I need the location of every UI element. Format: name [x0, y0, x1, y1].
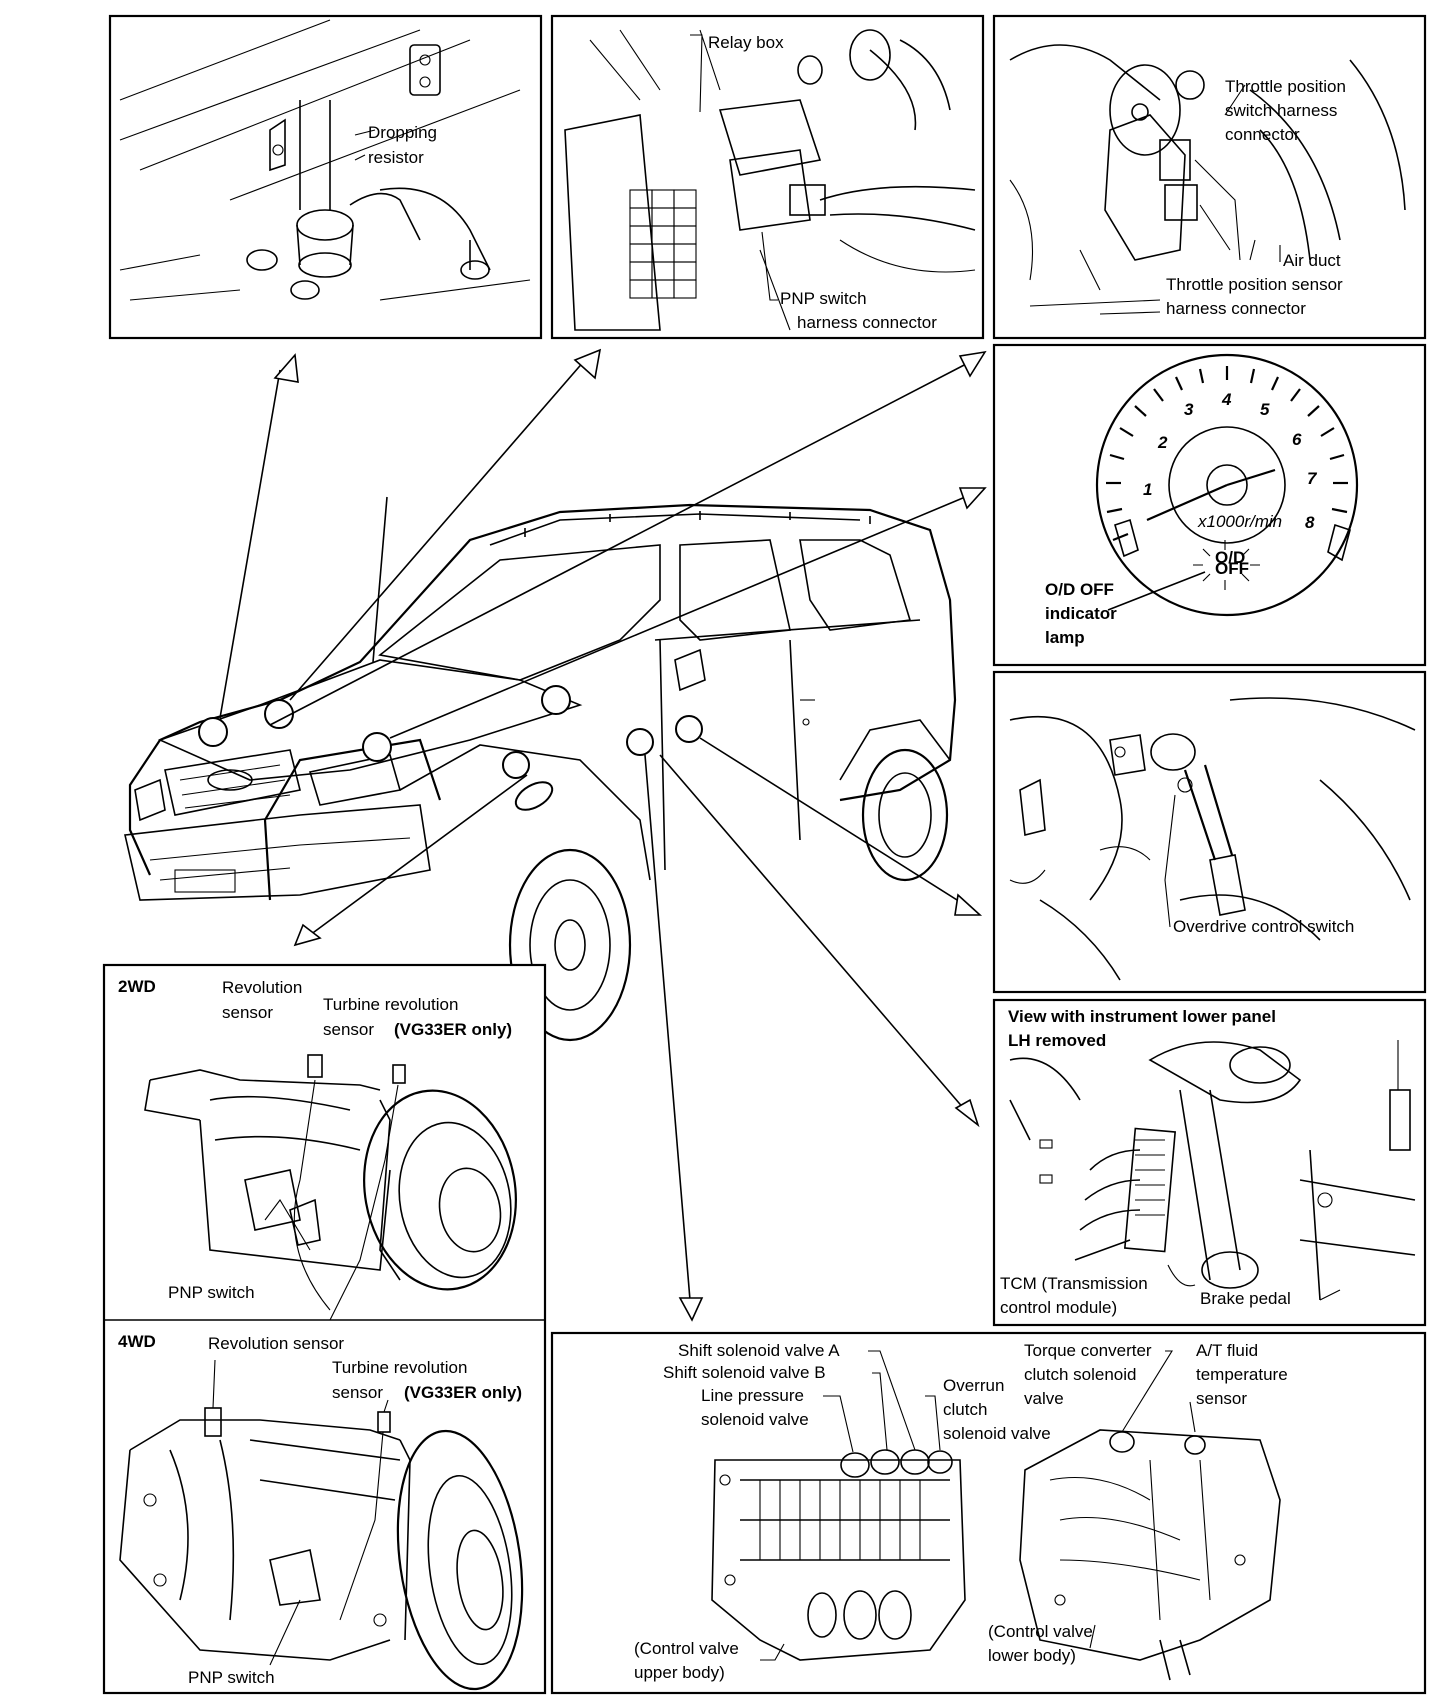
spot-od-indicator: [541, 685, 571, 715]
trans-2wd-pnp: PNP switch: [168, 1283, 255, 1302]
spot-overdrive-switch: [675, 715, 703, 743]
tach-numerals: 1 2 3 4 5 6 7 8: [1143, 390, 1318, 532]
panel-tachometer: 1 2 3 4 5 6 7 8 x1000r/min O/D OFF O/D O…: [992, 343, 1427, 667]
spot-relay-box: [264, 699, 294, 729]
relay-box-label: Relay box: [708, 33, 784, 52]
torque-converter-label-3: valve: [1024, 1389, 1064, 1408]
upper-body-label-2: upper body): [634, 1663, 725, 1682]
tcm-label-2: control module): [1000, 1298, 1117, 1317]
overrun-label-1: Overrun: [943, 1376, 1004, 1395]
tcm-header-2: LH removed: [1008, 1031, 1106, 1050]
od-indicator-label-2: indicator: [1045, 604, 1117, 623]
tps-switch-label-2: switch harness: [1225, 101, 1337, 120]
trans-2wd-revolution-1: Revolution: [222, 978, 302, 997]
trans-2wd-revolution-2: sensor: [222, 1003, 273, 1022]
atf-sensor-label-2: temperature: [1196, 1365, 1288, 1384]
tps-sensor-label-2: harness connector: [1166, 299, 1306, 318]
trans-4wd-turbine-2a: sensor: [332, 1383, 383, 1402]
panel-tcm: View with instrument lower panel LH remo…: [992, 998, 1427, 1327]
tach-numeral-3: 3: [1184, 400, 1194, 419]
tachometer-ticks: [1106, 366, 1348, 542]
spot-throttle-connectors: [362, 732, 392, 762]
tach-numeral-2: 2: [1157, 433, 1168, 452]
tach-numeral-4: 4: [1221, 390, 1232, 409]
lower-body-label-1: (Control valve: [988, 1622, 1093, 1641]
shift-solenoid-b-label: Shift solenoid valve B: [663, 1363, 826, 1382]
dropping-resistor-label-1: Dropping: [368, 123, 437, 142]
tcm-label-1: TCM (Transmission: [1000, 1274, 1148, 1293]
panel-overdrive-switch: Overdrive control switch: [992, 670, 1427, 994]
panel-throttle: Throttle position switch harness connect…: [992, 14, 1427, 340]
tach-unit: x1000r/min: [1197, 512, 1282, 531]
panel-dropping-resistor: Dropping resistor: [108, 14, 543, 340]
trans-4wd-turbine-1: Turbine revolution: [332, 1358, 467, 1377]
trans-4wd-pnp: PNP switch: [188, 1668, 275, 1687]
trans-2wd-turbine-2a: sensor: [323, 1020, 374, 1039]
tachometer-dial: [1095, 353, 1359, 617]
dropping-resistor-label-2: resistor: [368, 148, 424, 167]
trans-2wd-heading: 2WD: [118, 977, 156, 996]
lower-body-label-2: lower body): [988, 1646, 1076, 1665]
tps-switch-label-3: connector: [1225, 125, 1300, 144]
callout-spots: [198, 685, 703, 811]
pnp-harness-label-1: PNP switch: [780, 289, 867, 308]
pnp-harness-label-2: harness connector: [797, 313, 937, 332]
overrun-label-2: clutch: [943, 1400, 987, 1419]
tach-numeral-7: 7: [1307, 469, 1318, 488]
od-lamp-text-2: OFF: [1215, 559, 1249, 578]
tach-numeral-5: 5: [1260, 400, 1270, 419]
trans-4wd-revolution: Revolution sensor: [208, 1334, 344, 1353]
od-lamp-text-1: O/D: [1215, 548, 1245, 567]
line-pressure-label-2: solenoid valve: [701, 1410, 809, 1429]
trans-4wd-heading: 4WD: [118, 1332, 156, 1351]
spot-transmission: [514, 781, 554, 811]
trans-4wd-turbine-2b: (VG33ER only): [404, 1383, 522, 1402]
od-off-lamp-icon: O/D OFF: [1193, 540, 1260, 590]
brake-pedal-label: Brake pedal: [1200, 1289, 1291, 1308]
overrun-label-3: solenoid valve: [943, 1424, 1051, 1443]
air-duct-label: Air duct: [1283, 251, 1341, 270]
vehicle-illustration: [124, 496, 957, 1042]
panel-relay-box: Relay box PNP switch harness connector: [550, 14, 985, 340]
atf-sensor-label-1: A/T fluid: [1196, 1341, 1258, 1360]
shift-solenoid-a-label: Shift solenoid valve A: [678, 1341, 840, 1360]
spot-pnp-switch: [502, 751, 530, 779]
leader-arrows: [219, 348, 987, 1322]
tps-switch-label-1: Throttle position: [1225, 77, 1346, 96]
tach-numeral-6: 6: [1292, 430, 1302, 449]
transmission-4wd-illustration: [119, 1359, 524, 1691]
tach-numeral-1: 1: [1143, 480, 1152, 499]
control-valve-upper-body: [711, 1449, 966, 1661]
spot-dropping-resistor: [198, 717, 228, 747]
torque-converter-label-1: Torque converter: [1024, 1341, 1152, 1360]
upper-body-label-1: (Control valve: [634, 1639, 739, 1658]
tach-numeral-8: 8: [1305, 513, 1315, 532]
tcm-header-1: View with instrument lower panel: [1008, 1007, 1276, 1026]
panel-control-valve: Shift solenoid valve A Shift solenoid va…: [550, 1331, 1427, 1695]
spot-control-valve: [626, 728, 654, 756]
trans-2wd-turbine-1: Turbine revolution: [323, 995, 458, 1014]
trans-2wd-turbine-2b: (VG33ER only): [394, 1020, 512, 1039]
tps-sensor-label-1: Throttle position sensor: [1166, 275, 1343, 294]
control-valve-lower-body: [1019, 1429, 1281, 1681]
panel-transmissions: 2WD Revolution sensor Turbine revolution…: [102, 963, 547, 1695]
transmission-2wd-illustration: [144, 1054, 517, 1321]
line-pressure-label-1: Line pressure: [701, 1386, 804, 1405]
torque-converter-label-2: clutch solenoid: [1024, 1365, 1136, 1384]
od-indicator-label-3: lamp: [1045, 628, 1085, 647]
atf-sensor-label-3: sensor: [1196, 1389, 1247, 1408]
overdrive-switch-label: Overdrive control switch: [1173, 917, 1354, 936]
od-indicator-label-1: O/D OFF: [1045, 580, 1114, 599]
